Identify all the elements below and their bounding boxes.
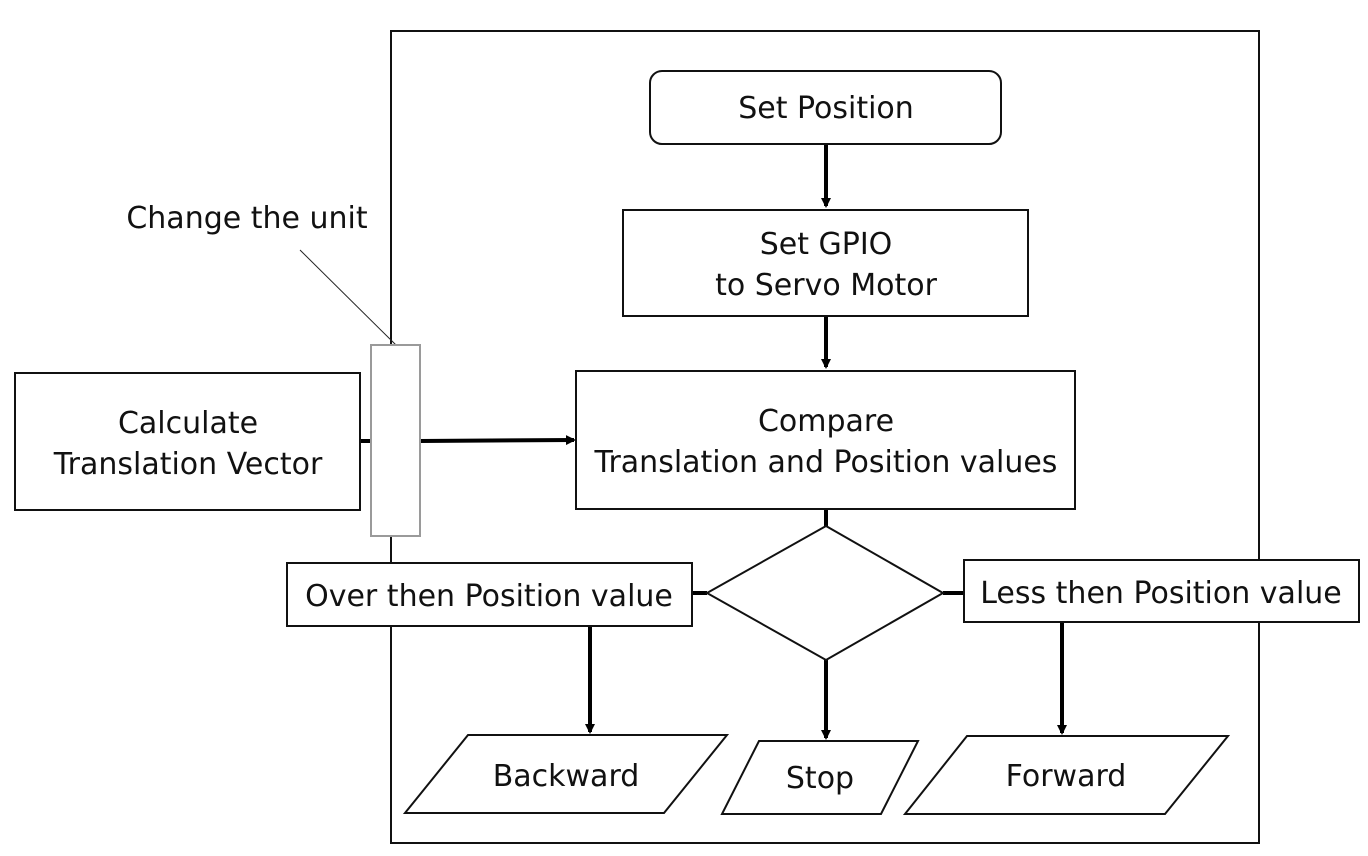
node-backward: Backward <box>402 734 730 814</box>
node-less-position: Less then Position value <box>963 559 1360 623</box>
less-label: Less then Position value <box>980 576 1342 611</box>
calculate-line1: Calculate <box>118 406 258 441</box>
node-over-position: Over then Position value <box>286 562 693 627</box>
calculate-line2: Translation Vector <box>53 447 323 482</box>
node-compare: Compare Translation and Position values <box>575 370 1076 510</box>
set-position-label: Set Position <box>738 91 914 126</box>
arrow-unit-to-compare <box>419 435 576 446</box>
set-gpio-line2: to Servo Motor <box>715 268 937 303</box>
decision-diamond <box>704 524 946 662</box>
stop-label: Stop <box>786 761 854 796</box>
annotation-change-the-unit: Change the unit <box>126 201 368 236</box>
forward-label: Forward <box>1006 759 1127 794</box>
compare-line1: Compare <box>758 404 894 439</box>
annotation-leader-line <box>299 249 397 346</box>
compare-line2: Translation and Position values <box>594 445 1058 480</box>
node-stop: Stop <box>720 740 920 815</box>
over-label: Over then Position value <box>305 579 673 614</box>
node-set-position: Set Position <box>649 70 1002 145</box>
node-forward: Forward <box>902 735 1231 815</box>
backward-label: Backward <box>493 759 640 794</box>
node-set-gpio: Set GPIO to Servo Motor <box>622 209 1029 317</box>
unit-conversion-box <box>370 344 421 537</box>
set-gpio-line1: Set GPIO <box>760 227 893 262</box>
node-calculate-translation-vector: Calculate Translation Vector <box>14 372 361 511</box>
